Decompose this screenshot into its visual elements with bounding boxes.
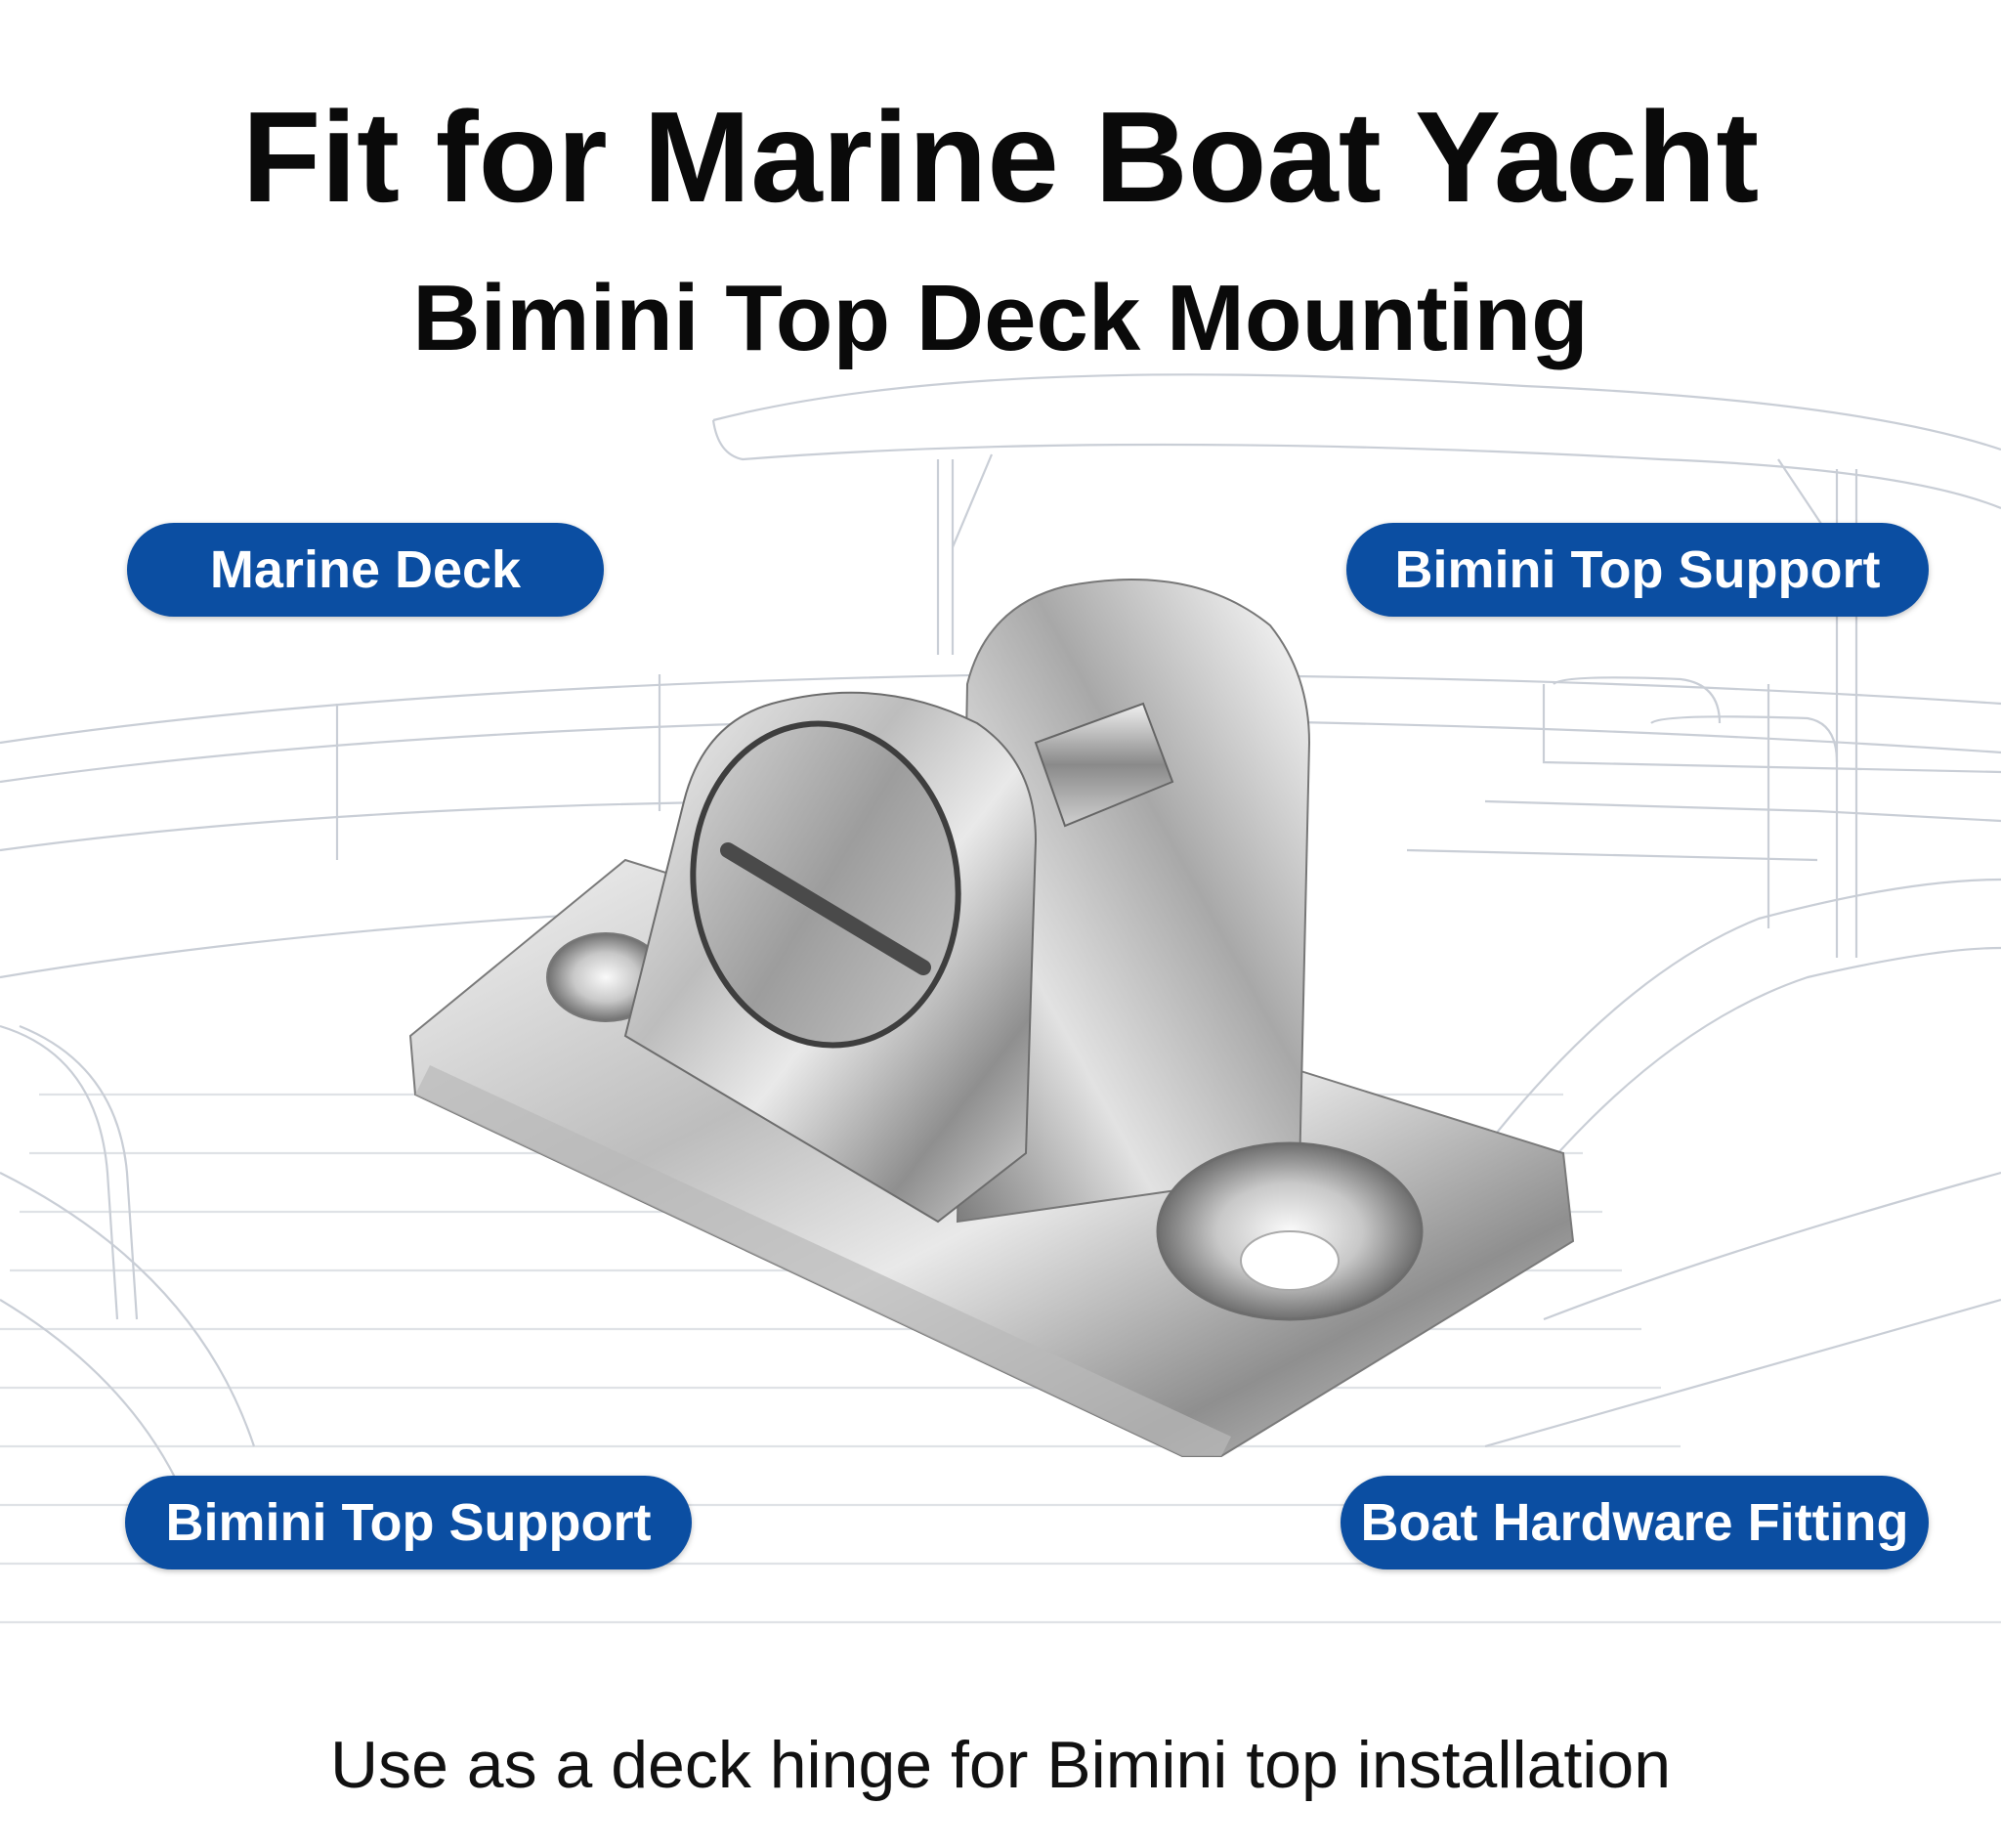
badge-marine-deck: Marine Deck (127, 523, 604, 617)
headline-line-2: Bimini Top Deck Mounting (412, 266, 1589, 370)
badge-bimini-top-support-top: Bimini Top Support (1346, 523, 1929, 617)
headline-line-1: Fit for Marine Boat Yacht (241, 85, 1760, 229)
badge-boat-hardware-fitting: Boat Hardware Fitting (1341, 1476, 1929, 1569)
deck-hinge-product (408, 579, 1575, 1457)
usage-caption: Use as a deck hinge for Bimini top insta… (329, 1728, 1672, 1802)
badge-bimini-top-support-bottom: Bimini Top Support (125, 1476, 692, 1569)
